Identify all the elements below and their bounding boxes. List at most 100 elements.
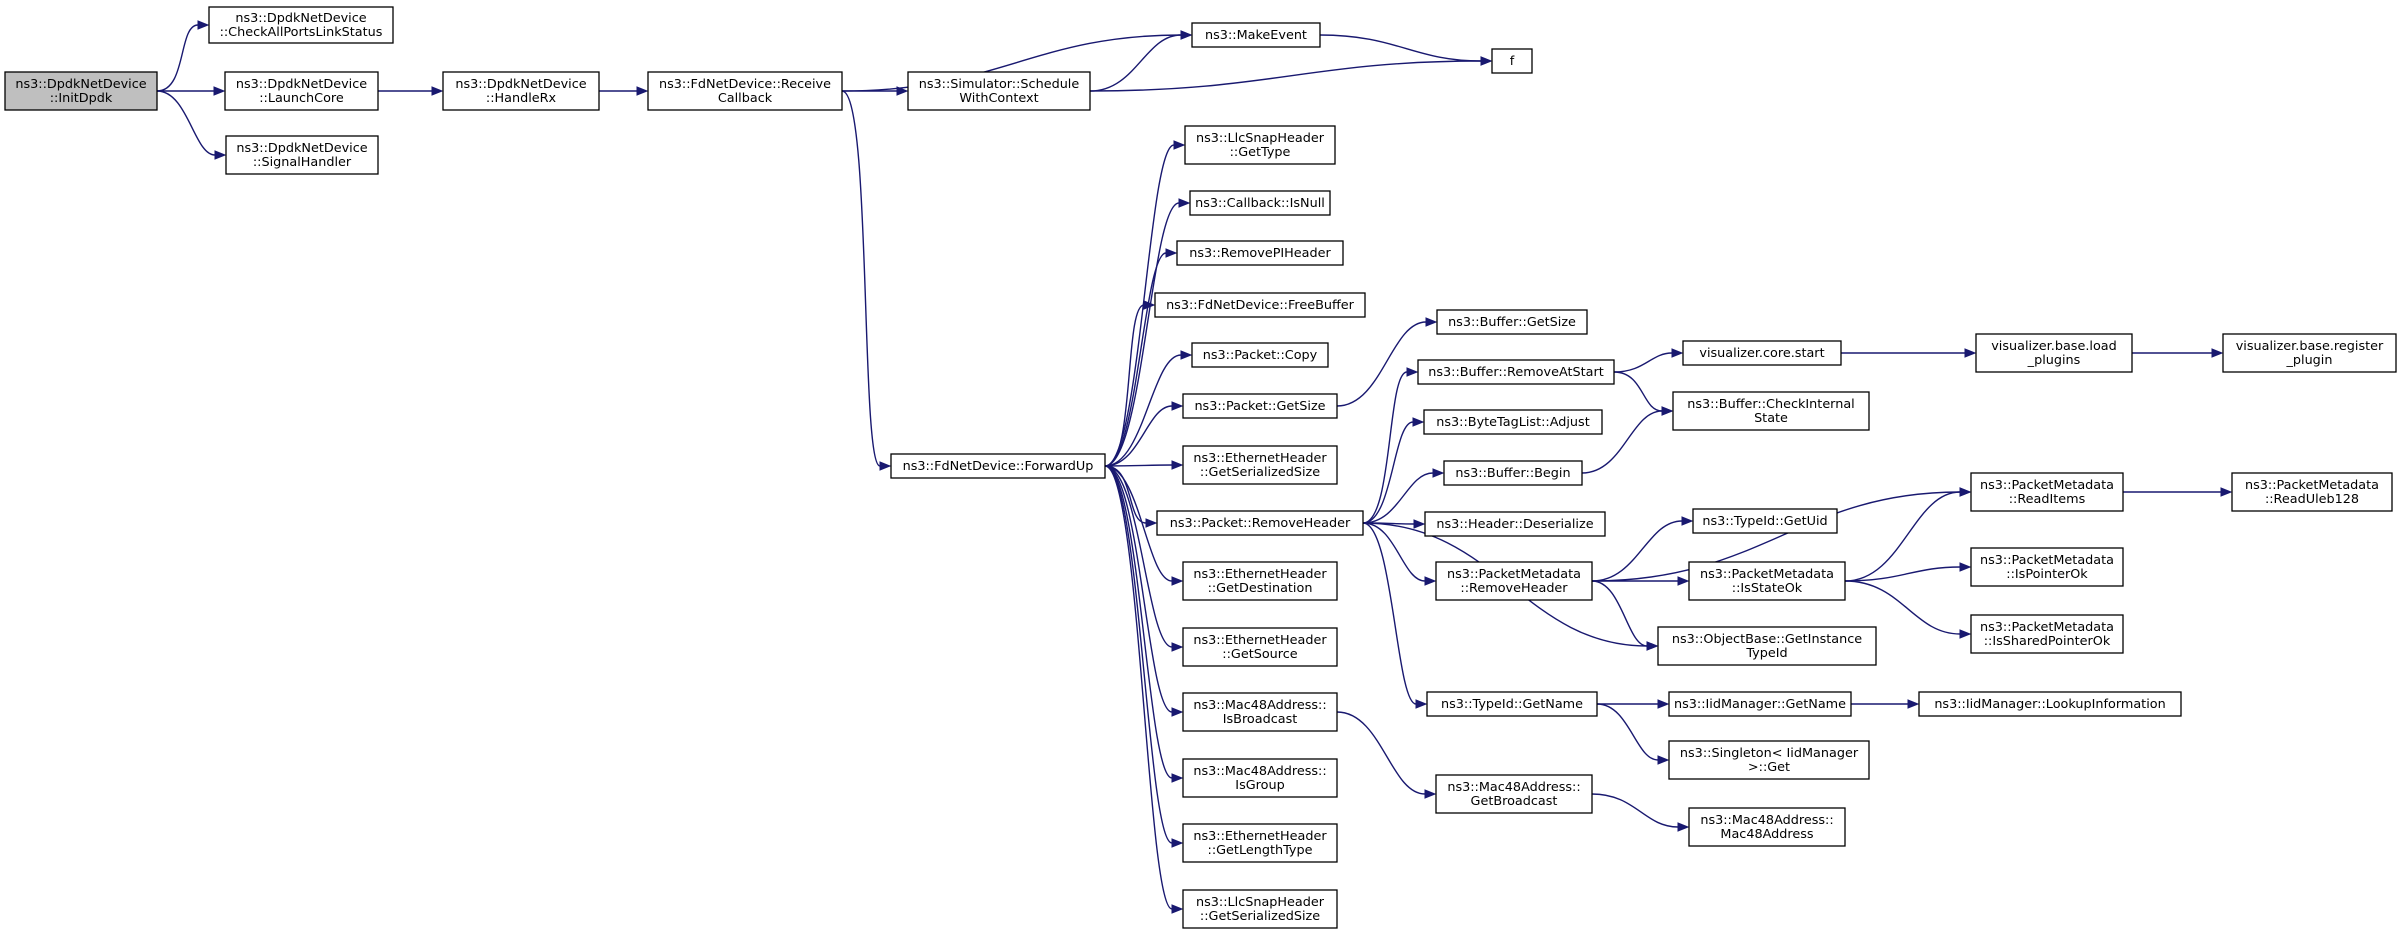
node-label-line: ns3::Packet::RemoveHeader [1170,516,1351,531]
edge-forward-up-to-eth-get-destination [1104,465,1184,586]
node-handle-rx[interactable]: ns3::DpdkNetDevice::HandleRx [442,71,600,111]
node-viz-load-plugins[interactable]: visualizer.base.load_plugins [1975,333,2133,373]
node-is-group[interactable]: ns3::Mac48Address::IsGroup [1182,758,1338,798]
node-label-line: ns3::IidManager::GetName [1674,697,1846,712]
node-is-broadcast[interactable]: ns3::Mac48Address::IsBroadcast [1182,692,1338,732]
node-buffer-get-size[interactable]: ns3::Buffer::GetSize [1436,309,1588,335]
node-label-line: ns3::ObjectBase::GetInstance [1672,632,1862,647]
node-label-line: ns3::Mac48Address:: [1193,698,1326,713]
node-forward-up[interactable]: ns3::FdNetDevice::ForwardUp [890,453,1106,479]
node-label-line: ::RemoveHeader [1460,581,1568,596]
edges-layer [156,20,2233,914]
node-label-line: State [1754,411,1788,426]
node-pmis-shared-pointer-ok[interactable]: ns3::PacketMetadata::IsSharedPointerOk [1970,614,2124,654]
node-box [442,71,600,111]
edge-arrowhead [2211,348,2224,358]
node-read-uleb128[interactable]: ns3::PacketMetadata::ReadUleb128 [2231,472,2393,512]
node-box [225,135,379,175]
node-label-line: ns3::PacketMetadata [1980,553,2114,568]
edge-arrowhead [1171,707,1184,717]
node-label-line: ns3::DpdkNetDevice [235,11,366,26]
edge-arrowhead [1964,348,1977,358]
node-type-id-get-uid[interactable]: ns3::TypeId::GetUid [1692,508,1838,534]
node-buffer-begin[interactable]: ns3::Buffer::Begin [1443,460,1583,486]
node-make-event[interactable]: ns3::MakeEvent [1191,22,1321,48]
node-pmis-state-ok[interactable]: ns3::PacketMetadata::IsStateOk [1688,561,1846,601]
edge-buffer-remove-at-start-to-viz-core-start [1613,348,1684,373]
node-init-dpdk[interactable]: ns3::DpdkNetDevice::InitDpdk [4,71,158,111]
edge-packet-get-size-to-buffer-get-size [1336,317,1438,407]
node-label-line: ::InitDpdk [50,91,113,106]
edge-line [1336,711,1426,795]
node-box [1182,393,1338,419]
node-buffer-remove-at-start[interactable]: ns3::Buffer::RemoveAtStart [1417,359,1615,385]
node-type-id-get-name[interactable]: ns3::TypeId::GetName [1426,691,1598,717]
edge-pmread-items-to-read-uleb128 [2122,487,2233,497]
node-singleton-get[interactable]: ns3::Singleton< IidManager >::Get [1668,740,1870,780]
edge-arrowhead [1671,348,1684,358]
edge-line [1591,520,1683,582]
node-remove-piheader[interactable]: ns3::RemovePIHeader [1176,240,1344,266]
node-label-line: WithContext [959,91,1038,106]
node-launch-core[interactable]: ns3::DpdkNetDevice::LaunchCore [224,71,379,111]
node-llc-get-serialized-size[interactable]: ns3::LlcSnapHeader::GetSerializedSize [1182,889,1338,929]
node-viz-core-start[interactable]: visualizer.core.start [1682,340,1842,366]
node-f[interactable]: f [1491,48,1533,74]
edge-arrowhead [1412,417,1425,427]
node-iid-get-name[interactable]: ns3::IidManager::GetName [1668,691,1852,717]
edge-forward-up-to-remove-piheader [1104,248,1178,467]
node-label-line: ::HandleRx [486,91,557,106]
node-label-line: ns3::Mac48Address:: [1700,813,1833,828]
node-packet-get-size[interactable]: ns3::Packet::GetSize [1182,393,1338,419]
edge-line [156,90,216,156]
node-label-line: ns3::MakeEvent [1205,28,1307,43]
node-label-line: ns3::Simulator::Schedule [919,77,1080,92]
edge-line [841,90,881,467]
node-label-line: ns3::DpdkNetDevice [236,141,367,156]
node-is-null[interactable]: ns3::Callback::IsNull [1189,190,1331,216]
node-viz-register-plugin[interactable]: visualizer.base.register_plugin [2222,333,2397,373]
node-packet-remove-header[interactable]: ns3::Packet::RemoveHeader [1156,510,1364,536]
edge-line [1613,371,1663,412]
edge-arrowhead [1677,822,1690,832]
node-header-deserialize[interactable]: ns3::Header::Deserialize [1424,511,1606,537]
edge-arrowhead [1959,629,1972,639]
node-eth-get-serialized-size[interactable]: ns3::EthernetHeader::GetSerializedSize [1182,445,1338,485]
node-packet-copy[interactable]: ns3::Packet::Copy [1191,342,1329,368]
node-label-line: visualizer.base.register [2236,339,2384,354]
node-signal-handler[interactable]: ns3::DpdkNetDevice::SignalHandler [225,135,379,175]
edge-line [1362,472,1434,524]
node-pmremove-header[interactable]: ns3::PacketMetadata::RemoveHeader [1435,561,1593,601]
node-llc-get-type[interactable]: ns3::LlcSnapHeader::GetType [1184,125,1336,165]
edge-forward-up-to-is-broadcast [1104,465,1184,717]
node-pmis-pointer-ok[interactable]: ns3::PacketMetadata::IsPointerOk [1970,547,2124,587]
edge-arrowhead [879,461,892,471]
node-box [1424,511,1606,537]
edge-line [1844,566,1961,582]
edge-arrowhead [1406,367,1419,377]
node-label-line: ::GetSerializedSize [1200,465,1320,480]
node-check-all-ports-link-status[interactable]: ns3::DpdkNetDevice::CheckAllPortsLinkSta… [208,6,394,44]
node-lookup-information[interactable]: ns3::IidManager::LookupInformation [1918,691,2182,717]
node-get-broadcast[interactable]: ns3::Mac48Address::GetBroadcast [1435,774,1593,814]
edge-iid-get-name-to-lookup-information [1850,699,1920,709]
node-free-buffer[interactable]: ns3::FdNetDevice::FreeBuffer [1154,292,1366,318]
edge-buffer-begin-to-check-internal-state [1581,406,1674,474]
node-eth-get-length-type[interactable]: ns3::EthernetHeader::GetLengthType [1182,823,1338,863]
node-label-line: TypeId [1745,646,1787,661]
edge-arrowhead [431,86,444,96]
edge-packet-remove-header-to-byte-tag-adjust [1362,417,1425,524]
node-eth-get-destination[interactable]: ns3::EthernetHeader::GetDestination [1182,561,1338,601]
node-pmread-items[interactable]: ns3::PacketMetadata::ReadItems [1970,472,2124,512]
edge-line [1362,371,1408,524]
edge-arrowhead [1646,641,1659,651]
edge-arrowhead [896,86,909,96]
edge-line [1104,354,1182,467]
node-byte-tag-adjust[interactable]: ns3::ByteTagList::Adjust [1423,409,1603,435]
node-eth-get-source[interactable]: ns3::EthernetHeader::GetSource [1182,627,1338,667]
node-mac48-ctor[interactable]: ns3::Mac48Address::Mac48Address [1688,807,1846,847]
